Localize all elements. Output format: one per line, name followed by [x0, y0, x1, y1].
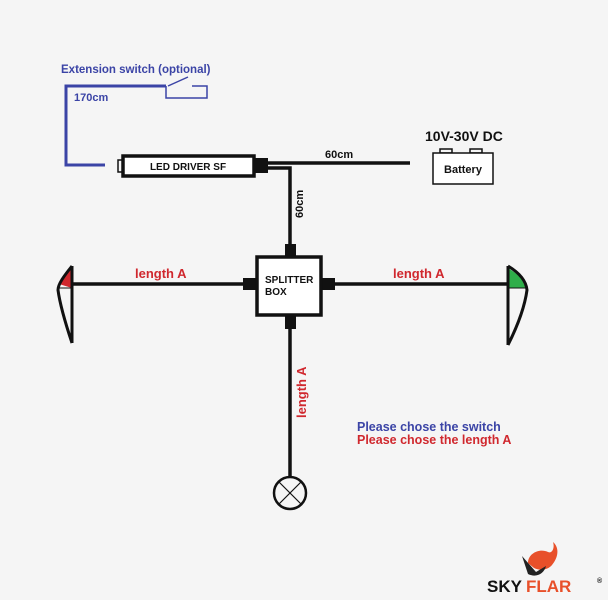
led-driver: LED DRIVER SF — [117, 154, 268, 178]
driver-splitter-wire — [268, 166, 292, 246]
note-switch: Please chose the switch — [357, 420, 501, 434]
logo-text-sky: SKY — [487, 577, 523, 596]
left-length-label: length A — [135, 266, 187, 281]
battery-label: Battery — [444, 164, 483, 176]
left-navigation-light-red — [56, 265, 74, 344]
switch-symbol — [165, 76, 208, 99]
battery-voltage: 10V-30V DC — [425, 128, 503, 144]
logo-registered-mark: ® — [597, 577, 603, 585]
lamp-icon — [272, 475, 308, 511]
extension-length-label: 170cm — [74, 92, 108, 104]
driver-splitter-length: 60cm — [294, 190, 306, 218]
splitter-label-line1: SPLITTER — [265, 275, 314, 286]
logo-text-flar: FLAR — [526, 577, 571, 596]
splitter-label-line2: BOX — [265, 287, 287, 298]
extension-switch-title: Extension switch (optional) — [61, 64, 211, 76]
splitter-box: SPLITTER BOX — [243, 244, 335, 329]
led-driver-label: LED DRIVER SF — [150, 162, 226, 173]
battery — [432, 148, 494, 185]
skyflar-logo: SKY FLAR ® — [487, 542, 603, 596]
extension-wire — [64, 84, 166, 167]
right-length-label: length A — [393, 266, 445, 281]
bottom-length-label: length A — [294, 366, 309, 418]
note-length: Please chose the length A — [357, 433, 511, 447]
power-wire-length: 60cm — [325, 149, 353, 161]
right-navigation-light-green — [506, 264, 529, 346]
